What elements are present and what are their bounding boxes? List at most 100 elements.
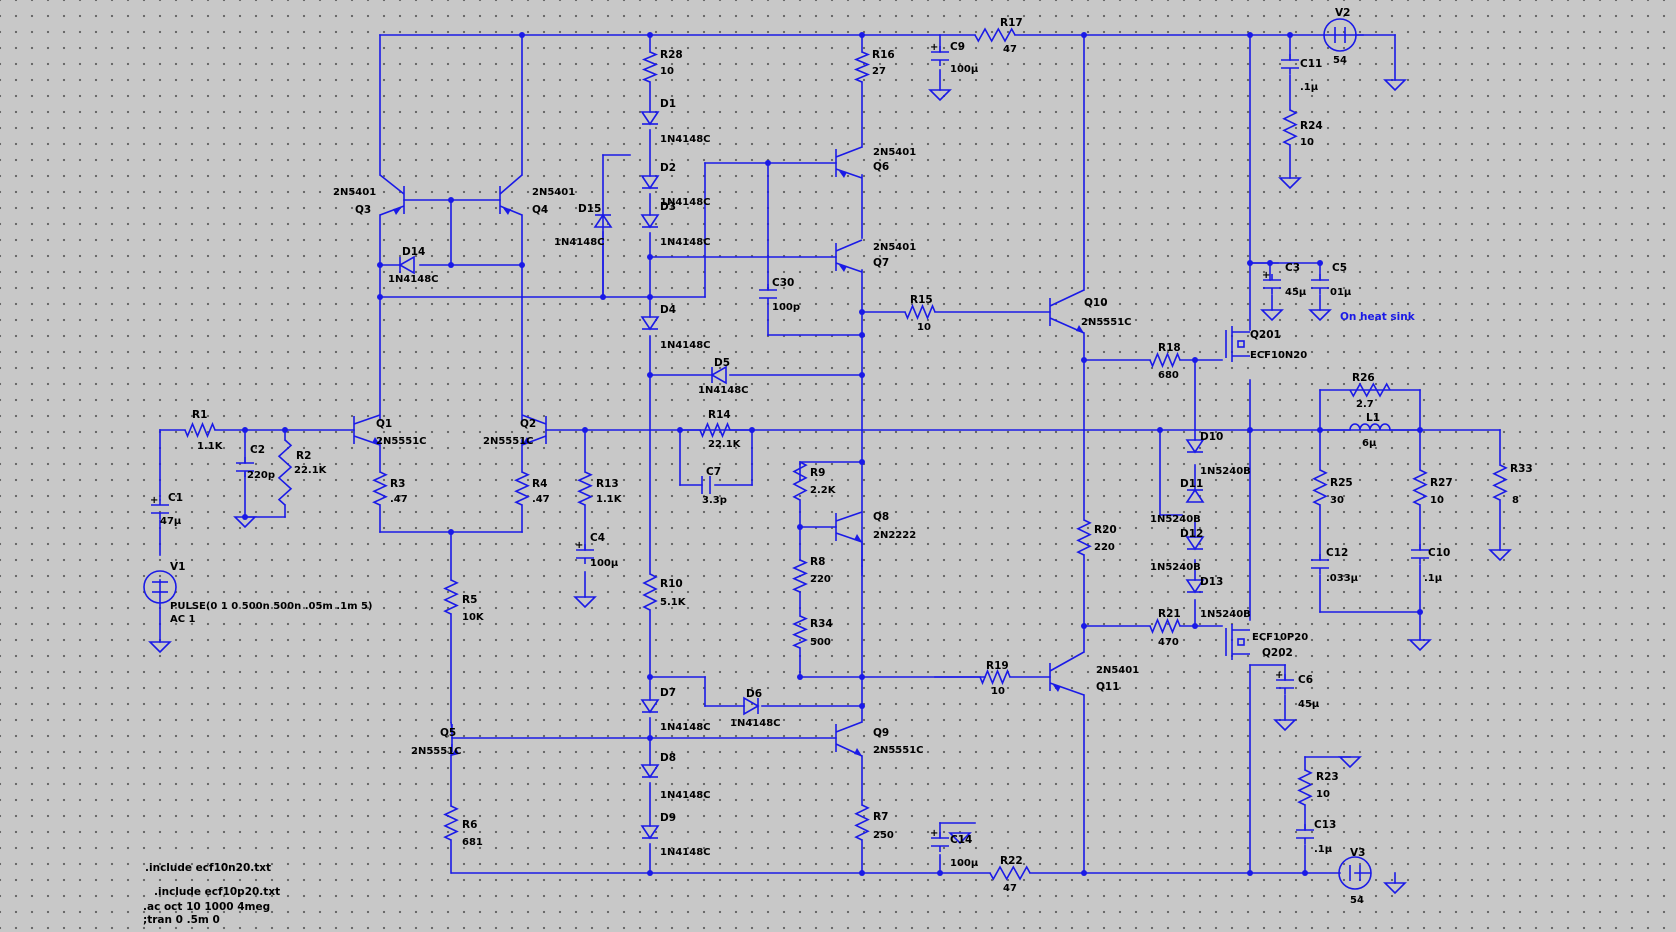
ground-symbol (1278, 177, 1302, 190)
transistor-Q9[interactable] (835, 721, 863, 757)
resistor-R25[interactable] (1312, 469, 1328, 506)
resistor-R8[interactable] (792, 559, 808, 593)
resistor-R27[interactable] (1412, 469, 1428, 506)
junction-dot (377, 294, 383, 300)
diode-D4[interactable] (640, 316, 660, 331)
label-c7: C7 (706, 466, 721, 478)
resistor-R34[interactable] (792, 615, 808, 649)
value-r19: 10 (991, 686, 1005, 697)
junction-dot (282, 427, 288, 433)
resistor-R1[interactable] (184, 421, 216, 439)
resistor-R16[interactable] (853, 51, 871, 83)
capacitor-C30[interactable] (759, 284, 777, 304)
value-q1: 2N5551C (376, 436, 427, 447)
transistor-Q3[interactable] (379, 174, 405, 216)
ground-symbol (948, 832, 972, 845)
mosfet-Q202[interactable] (1225, 624, 1250, 660)
label-q10: Q10 (1084, 297, 1108, 309)
mosfet-Q201[interactable] (1225, 326, 1250, 362)
capacitor-C7[interactable] (701, 476, 711, 494)
capacitor-C11[interactable] (1281, 54, 1299, 74)
capacitor-C5[interactable] (1311, 274, 1329, 294)
label-c3: C3 (1285, 262, 1300, 274)
diode-D3[interactable] (640, 214, 660, 229)
voltage-source-V2[interactable] (1323, 18, 1357, 52)
junction-dot (519, 32, 525, 38)
transistor-Q10[interactable] (1049, 289, 1085, 334)
diode-D10[interactable] (1185, 439, 1205, 454)
ground-symbol (1408, 639, 1432, 652)
diode-D14[interactable] (398, 255, 415, 275)
diode-D13[interactable] (1185, 579, 1205, 594)
capacitor-C2[interactable] (236, 457, 254, 477)
resistor-R20[interactable] (1076, 519, 1092, 556)
diode-D1[interactable] (640, 111, 660, 126)
resistor-R23[interactable] (1297, 769, 1313, 806)
diode-D7[interactable] (640, 699, 660, 714)
capacitor-C9[interactable]: + (930, 42, 949, 66)
resistor-R5[interactable] (443, 579, 459, 615)
junction-dot (937, 870, 943, 876)
junction-dot (677, 427, 683, 433)
value-r23: 10 (1316, 789, 1330, 800)
transistor-Q6[interactable] (835, 146, 863, 179)
junction-dot (600, 294, 606, 300)
diode-D5[interactable] (710, 365, 727, 385)
spice-directive-1[interactable]: .include ecf10n20.txt (145, 862, 271, 874)
spice-directive-3[interactable]: .ac oct 10 1000 4meg (143, 901, 270, 913)
value-d11: 1N5240B (1150, 514, 1201, 525)
capacitor-C12[interactable] (1311, 554, 1329, 574)
resistor-R18[interactable] (1149, 351, 1181, 369)
resistor-R7[interactable] (854, 804, 870, 841)
resistor-R2[interactable] (277, 439, 293, 506)
capacitor-C13[interactable] (1296, 824, 1314, 844)
resistor-R17[interactable] (974, 27, 1016, 43)
diode-D15[interactable] (593, 213, 613, 228)
resistor-R10[interactable] (642, 573, 658, 611)
resistor-R22[interactable] (989, 865, 1031, 881)
resistor-R3[interactable] (372, 471, 388, 506)
transistor-Q11[interactable] (1049, 651, 1085, 696)
inductor-L1[interactable] (1349, 423, 1391, 431)
resistor-R21[interactable] (1149, 617, 1181, 635)
transistor-Q8[interactable] (835, 511, 863, 543)
capacitor-C3[interactable]: + (1262, 270, 1281, 294)
diode-D9[interactable] (640, 825, 660, 840)
voltage-source-V1[interactable] (143, 570, 177, 604)
resistor-R13[interactable] (577, 471, 593, 506)
diode-D11[interactable] (1185, 488, 1205, 503)
capacitor-C10[interactable] (1411, 544, 1429, 564)
label-d15: D15 (578, 203, 601, 215)
junction-dot (647, 870, 653, 876)
value2-v1: AC 1 (170, 614, 196, 625)
diode-D12[interactable] (1185, 536, 1205, 551)
value-r10: 5.1K (660, 597, 687, 608)
capacitor-C6[interactable]: + (1275, 670, 1294, 694)
resistor-R14[interactable] (699, 421, 731, 439)
resistor-R9[interactable] (792, 461, 808, 501)
transistor-Q4[interactable] (499, 174, 523, 216)
transistor-Q1[interactable] (353, 414, 381, 446)
transistor-Q7[interactable] (835, 239, 863, 273)
resistor-R4[interactable] (514, 471, 530, 506)
resistor-R33[interactable] (1492, 464, 1508, 501)
transistor-Q5[interactable] (450, 721, 459, 757)
resistor-R19[interactable] (979, 668, 1011, 686)
value-q201: ECF10N20 (1250, 350, 1307, 361)
resistor-R24[interactable] (1282, 109, 1298, 146)
voltage-source-V3[interactable] (1338, 856, 1372, 890)
resistor-R26[interactable] (1349, 382, 1391, 398)
transistor-Q2[interactable] (521, 414, 547, 446)
capacitor-C1[interactable]: + (150, 495, 169, 519)
resistor-R6[interactable] (443, 805, 459, 841)
capacitor-C14[interactable]: + (930, 828, 949, 852)
diode-D2[interactable] (640, 175, 660, 190)
resistor-R28[interactable] (641, 51, 659, 83)
spice-directive-2[interactable]: .include ecf10p20.txt (154, 886, 280, 898)
diode-D6[interactable] (743, 696, 760, 716)
spice-directive-4[interactable]: ;tran 0 .5m 0 (143, 914, 220, 926)
resistor-R15[interactable] (904, 303, 936, 321)
capacitor-C4[interactable]: + (575, 540, 594, 564)
diode-D8[interactable] (640, 764, 660, 779)
